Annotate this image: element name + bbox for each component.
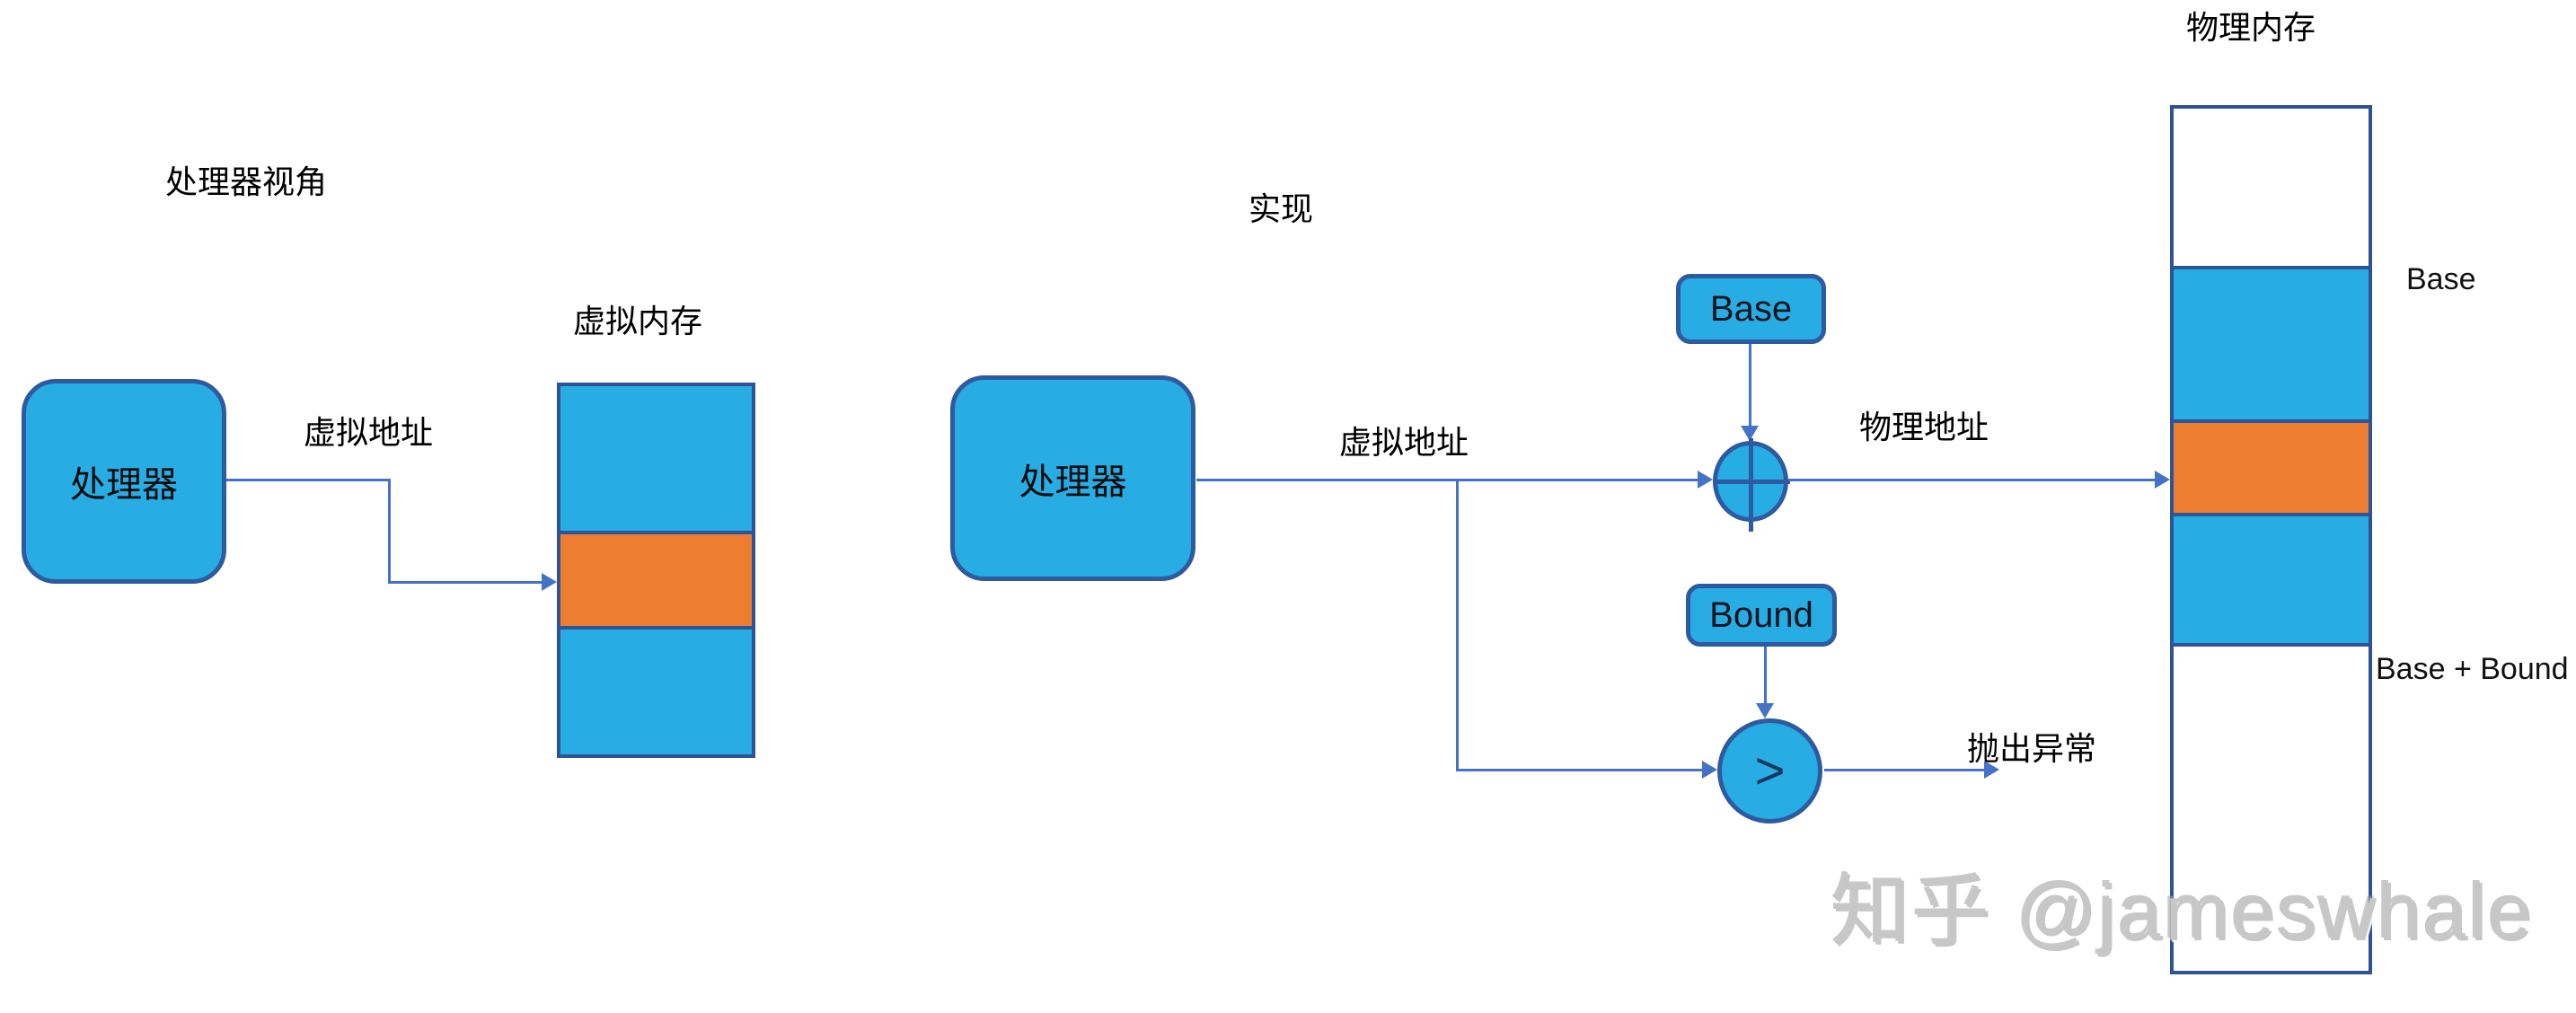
virtual-memory-title: 虚拟内存: [573, 303, 703, 339]
physical-address-line: [1788, 479, 2157, 481]
branch-line-horizontal: [1456, 769, 1703, 771]
base-box: Base: [1676, 274, 1826, 344]
virtual-memory-segment-blue-bottom: [560, 630, 752, 754]
processor-box-left: 处理器: [22, 379, 226, 584]
arrowhead-base-into-adder: [1741, 426, 1759, 441]
arrowhead-exception: [1984, 761, 1999, 779]
arrowhead-into-comparator: [1702, 761, 1717, 779]
processor-box-middle-label: 处理器: [1019, 462, 1127, 502]
arrowhead-bound-into-comparator: [1756, 703, 1774, 718]
implementation-title: 实现: [1248, 190, 1314, 227]
physical-address-label: 物理地址: [1859, 409, 1989, 445]
arrowhead-into-adder: [1698, 471, 1713, 489]
exception-line: [1824, 769, 1986, 771]
processor-box-middle: 处理器: [950, 375, 1195, 581]
base-marker: Base: [2406, 262, 2476, 296]
branch-line-vertical: [1456, 480, 1459, 771]
physical-memory-title: 物理内存: [2186, 9, 2316, 46]
processor-box-left-label: 处理器: [70, 465, 178, 505]
watermark: 知乎 @jameswhale: [1832, 868, 2536, 957]
adder-circle: [1713, 438, 1790, 532]
virtual-memory-segment-blue-top: [560, 386, 752, 531]
exception-label: 抛出异常: [1967, 730, 2097, 767]
arrow-middle-virtual-address-line: [1196, 479, 1698, 481]
virtual-address-label-middle: 虚拟地址: [1339, 424, 1469, 461]
virtual-memory-column: [557, 383, 755, 758]
physical-memory-segment-orange: [2174, 419, 2369, 516]
comparator-circle: >: [1717, 718, 1822, 824]
physical-memory-segment-blue-top: [2174, 266, 2369, 419]
physical-memory-segment-white-bottom: [2174, 643, 2369, 971]
virtual-address-label-left: 虚拟地址: [304, 414, 434, 451]
physical-memory-column: [2170, 105, 2372, 974]
base-box-label: Base: [1709, 288, 1793, 329]
plus-icon-horizontal: [1716, 479, 1790, 484]
arrow-left-virtual-address-seg3: [388, 581, 543, 584]
physical-memory-segment-white-top: [2174, 109, 2369, 266]
greater-than-icon: >: [1754, 742, 1786, 800]
plus-icon: [1748, 438, 1753, 532]
arrowhead-into-virtual-memory: [542, 573, 557, 591]
base-bound-marker: Base + Bound: [2376, 652, 2569, 686]
bound-box-label: Bound: [1709, 595, 1813, 635]
arrowhead-into-physical-memory: [2155, 471, 2170, 489]
bound-to-comparator-line: [1764, 647, 1767, 704]
arrow-left-virtual-address-seg1: [226, 479, 391, 481]
bound-box: Bound: [1686, 584, 1837, 647]
virtual-memory-segment-orange: [560, 531, 752, 630]
arrow-left-virtual-address-seg2: [388, 479, 391, 583]
processor-view-title: 处理器视角: [165, 163, 328, 200]
base-to-adder-line: [1749, 344, 1751, 427]
physical-memory-segment-blue-bottom: [2174, 516, 2369, 643]
